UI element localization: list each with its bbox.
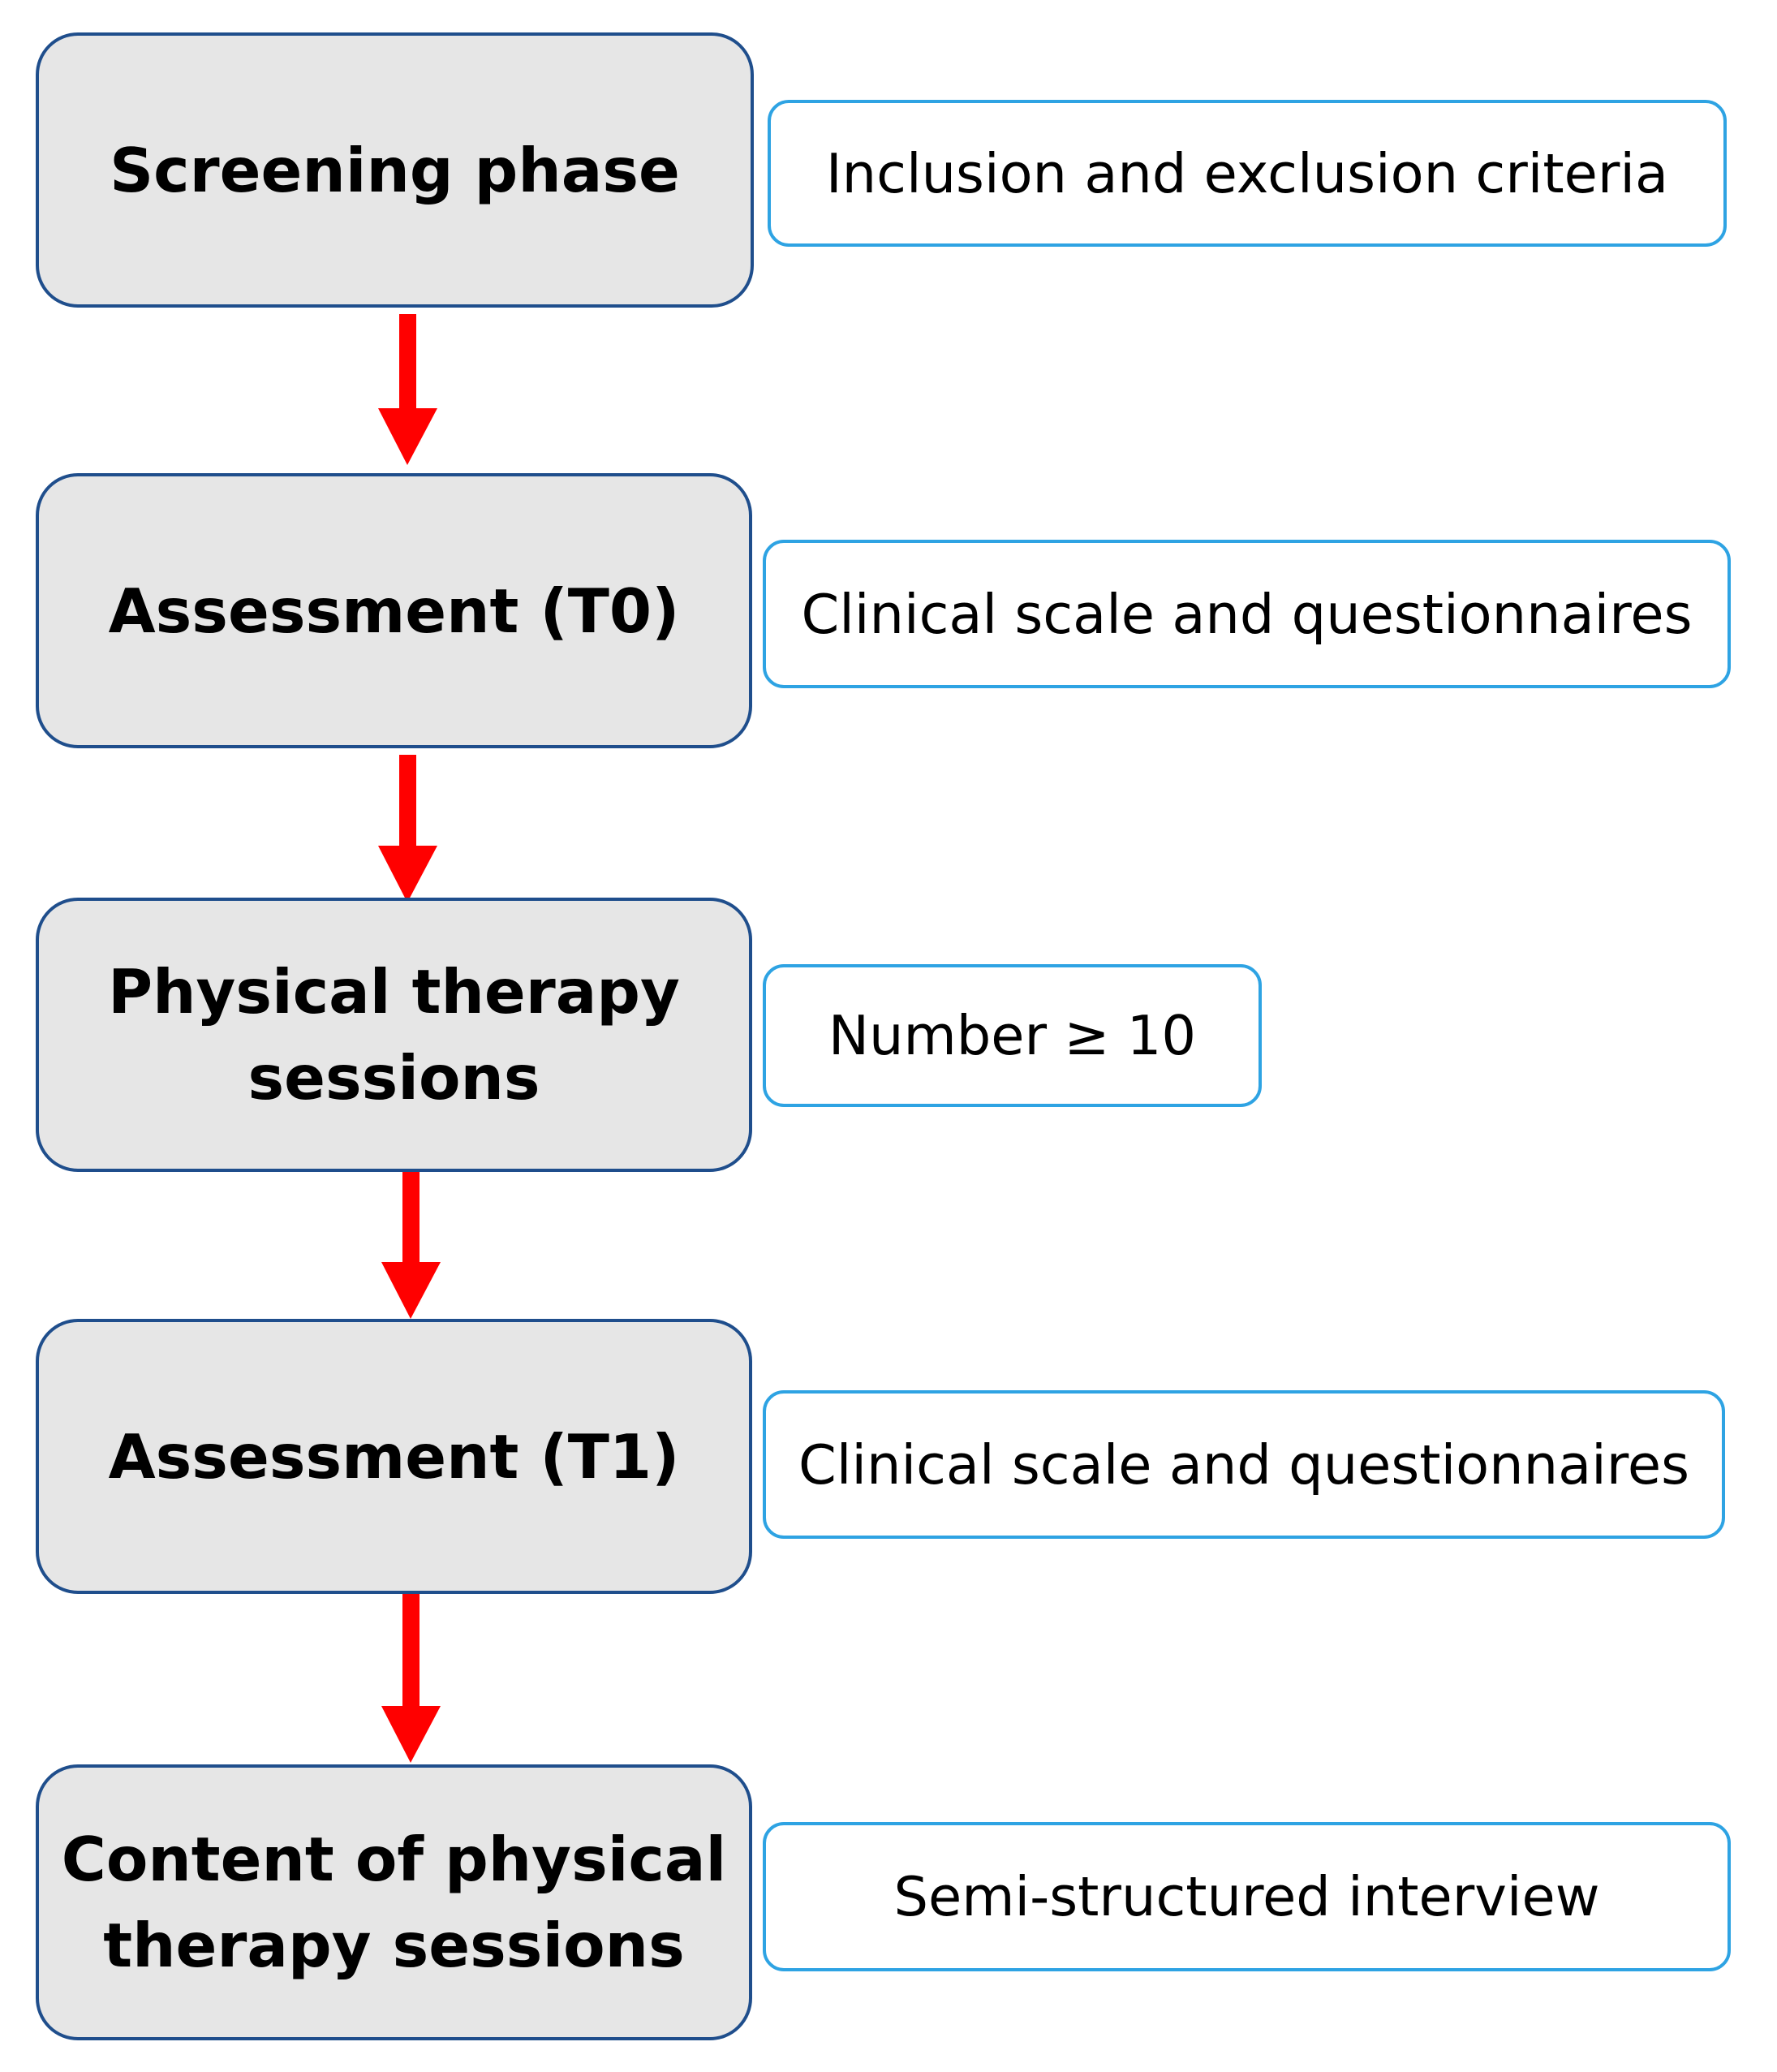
note-clinical-scale-t1: Clinical scale and questionnaires [763, 1390, 1725, 1539]
note-label: Inclusion and exclusion criteria [825, 141, 1669, 205]
stage-label: Assessment (T1) [108, 1420, 680, 1493]
stage-label: Content of physical therapy sessions [61, 1824, 727, 1981]
note-semi-structured-interview: Semi-structured interview [763, 1822, 1731, 1971]
note-number-of-sessions: Number ≥ 10 [763, 964, 1262, 1107]
flow-arrow [381, 1172, 441, 1319]
flow-arrow [378, 314, 437, 465]
stage-screening-phase: Screening phase [36, 32, 754, 308]
note-label: Number ≥ 10 [828, 1004, 1197, 1067]
note-label: Semi-structured interview [893, 1865, 1600, 1928]
note-clinical-scale-t0: Clinical scale and questionnaires [763, 540, 1731, 688]
flow-arrow [381, 1594, 441, 1763]
stage-label: Assessment (T0) [108, 575, 680, 647]
stage-content-of-sessions: Content of physical therapy sessions [36, 1764, 752, 2040]
note-inclusion-exclusion: Inclusion and exclusion criteria [768, 100, 1727, 247]
note-label: Clinical scale and questionnaires [798, 1432, 1689, 1497]
stage-assessment-t0: Assessment (T0) [36, 473, 752, 748]
stage-physical-therapy-sessions: Physical therapy sessions [36, 898, 752, 1172]
note-label: Clinical scale and questionnaires [801, 582, 1693, 646]
stage-label: Physical therapy sessions [108, 956, 680, 1114]
flow-arrow [378, 755, 437, 902]
stage-label: Screening phase [110, 134, 680, 206]
stage-assessment-t1: Assessment (T1) [36, 1319, 752, 1594]
